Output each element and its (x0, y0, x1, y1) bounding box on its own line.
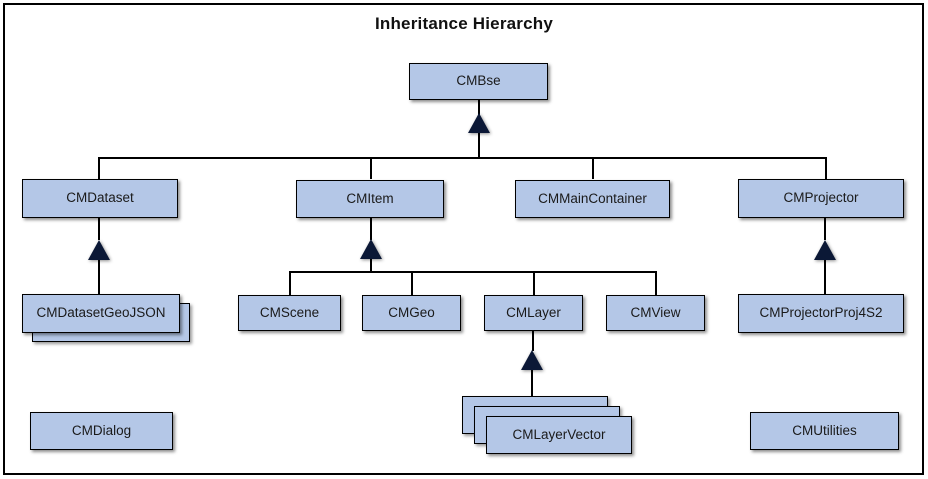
node-label: CMMainContainer (538, 190, 647, 206)
node-label: CMScene (259, 304, 320, 320)
edge-drop-cmlayer (533, 271, 535, 295)
edge-drop-cmscene (289, 271, 291, 295)
edge-drop-cmmaincontainer (592, 157, 594, 179)
node-label: CMView (630, 304, 681, 320)
arrowhead-to-cmbse (468, 113, 490, 133)
arrowhead-to-cmprojector (814, 240, 836, 260)
edge-cmprojectorproj4s2-upper (824, 218, 826, 240)
node-label: CMDialog (71, 422, 132, 438)
node-label: CMUtilities (792, 422, 857, 438)
edge-bus-root (98, 157, 827, 159)
arrowhead-to-cmlayer (521, 350, 543, 370)
node-cmscene[interactable]: CMScene (238, 295, 341, 331)
edge-cmitem-children-lower (370, 259, 372, 272)
node-cmprojector[interactable]: CMProjector (738, 179, 904, 218)
node-label: CMBse (456, 73, 501, 89)
arrowhead-to-cmdataset (88, 240, 110, 260)
edge-cmitem-children-upper (370, 218, 372, 240)
edge-cmprojectorproj4s2-lower (824, 260, 826, 294)
node-label: CMItem (346, 190, 394, 206)
node-cmutilities[interactable]: CMUtilities (750, 412, 899, 450)
edge-cmlayervector-lower (531, 370, 533, 398)
node-label: CMLayer (506, 304, 561, 320)
page-title: Inheritance Hierarchy (374, 14, 554, 33)
arrowhead-to-cmitem (360, 239, 382, 259)
edge-cmlayervector-upper (532, 329, 534, 351)
edge-drop-cmgeo (411, 271, 413, 295)
node-label: CMDataset (66, 190, 134, 206)
node-cmbse[interactable]: CMBse (409, 63, 548, 100)
edge-drop-cmitem (370, 157, 372, 179)
edge-drop-cmview (655, 271, 657, 295)
node-cmitem[interactable]: CMItem (296, 180, 444, 218)
edge-cmdatasetgeojson-upper (98, 218, 100, 240)
node-cmmaincontainer[interactable]: CMMainContainer (515, 180, 670, 218)
node-cmview[interactable]: CMView (606, 295, 705, 331)
node-cmdataset[interactable]: CMDataset (22, 179, 178, 218)
node-label: CMDatasetGeoJSON (36, 305, 166, 321)
edge-bus-cmitem (289, 271, 657, 273)
edge-drop-cmprojector (825, 157, 827, 179)
node-label: CMLayerVector (512, 426, 606, 442)
node-label: CMGeo (388, 304, 435, 320)
node-label: CMProjector (783, 190, 859, 206)
node-cmlayervector[interactable]: CMLayerVector (486, 416, 632, 454)
edge-cmbse-stem-lower (478, 130, 480, 159)
node-label: CMProjectorProj4S2 (759, 305, 883, 321)
node-cmprojectorproj4s2[interactable]: CMProjectorProj4S2 (738, 294, 904, 333)
node-cmdatasetgeojson[interactable]: CMDatasetGeoJSON (22, 294, 180, 333)
node-cmgeo[interactable]: CMGeo (362, 295, 461, 331)
node-cmlayer[interactable]: CMLayer (484, 295, 583, 331)
node-cmdialog[interactable]: CMDialog (30, 412, 173, 450)
edge-cmdatasetgeojson-lower (98, 260, 100, 294)
edge-drop-cmdataset (98, 157, 100, 179)
